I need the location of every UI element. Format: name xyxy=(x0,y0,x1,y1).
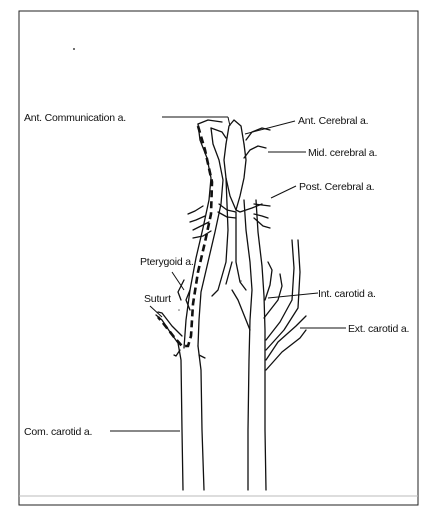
right-carotid-tree xyxy=(212,128,306,490)
right-internal-carotid xyxy=(256,200,266,490)
label-ext-carotid: Ext. carotid a. xyxy=(348,323,409,335)
right-mid-cerebral-arc xyxy=(246,128,270,140)
left-communicating-top xyxy=(198,120,222,124)
left-common-carotid xyxy=(198,346,204,490)
annotation-com-carotid: Com. carotid a. xyxy=(24,426,180,438)
right-post-cerebral-branch xyxy=(254,218,270,228)
central-v xyxy=(226,262,232,284)
annotation-mid-cerebral: Mid. cerebral a. xyxy=(268,147,377,159)
label-post-cerebral: Post. Cerebral a. xyxy=(299,181,374,193)
label-ant-communication: Ant. Communication a. xyxy=(24,112,126,124)
label-ant-cerebral: Ant. Cerebral a. xyxy=(298,115,368,127)
speck xyxy=(73,48,75,50)
leader-line xyxy=(245,121,295,134)
right-ext-carotid-branch xyxy=(232,290,250,330)
central-v xyxy=(236,212,246,290)
leader-line xyxy=(271,186,296,198)
label-suturt: Suturt xyxy=(144,293,171,305)
speck xyxy=(178,309,180,311)
label-mid-cerebral: Mid. cerebral a. xyxy=(308,147,377,159)
label-com-carotid: Com. carotid a. xyxy=(24,426,92,438)
right-internal-carotid xyxy=(244,200,252,490)
label-pterygoid: Pterygoid a. xyxy=(140,256,194,268)
leader-line xyxy=(172,272,184,290)
right-ext-carotid-branch xyxy=(265,262,272,300)
annotation-suturt: Suturt xyxy=(144,293,171,317)
annotation-pterygoid: Pterygoid a. xyxy=(140,256,194,290)
annotation-ext-carotid: Ext. carotid a. xyxy=(300,323,409,335)
right-post-cerebral-branch xyxy=(254,214,268,218)
left-common-carotid xyxy=(178,343,183,490)
annotation-post-cerebral: Post. Cerebral a. xyxy=(271,181,374,198)
right-mid-cerebral-arc xyxy=(244,146,266,158)
central-loop xyxy=(226,120,244,144)
leader-line xyxy=(228,117,230,126)
left-communicating-top xyxy=(211,128,226,138)
left-internal-carotid xyxy=(198,128,223,346)
left-post-cerebral-branch xyxy=(188,206,203,214)
label-int-carotid: Int. carotid a. xyxy=(318,288,376,300)
annotation-int-carotid: Int. carotid a. xyxy=(268,288,376,300)
central-loop xyxy=(224,144,236,210)
left-carotid-tree xyxy=(156,120,236,490)
left-post-cerebral-branch xyxy=(190,216,205,222)
left-twig xyxy=(174,350,180,356)
central-loop xyxy=(236,204,262,212)
annotation-ant-cerebral: Ant. Cerebral a. xyxy=(245,115,368,134)
right-ext-carotid-branch xyxy=(266,240,294,340)
